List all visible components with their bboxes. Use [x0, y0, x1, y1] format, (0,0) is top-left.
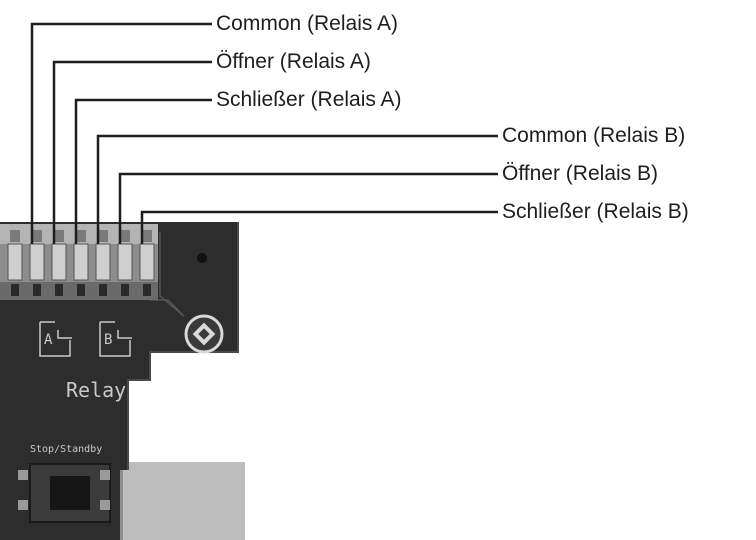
callout-opener-relay-b: Öffner (Relais B)	[502, 162, 658, 185]
callout-common-relay-a: Common (Relais A)	[216, 12, 399, 35]
leader-line-opener-relay-b	[118, 172, 498, 244]
button-pad	[100, 500, 110, 510]
terminal-screw	[54, 230, 64, 242]
leader-line-common-relay-a	[30, 22, 212, 244]
terminal-wire-entry	[33, 284, 41, 296]
mounting-hole	[197, 253, 207, 263]
terminal-wire-entry	[55, 284, 63, 296]
terminal-wire-entry	[143, 284, 151, 296]
stop-standby-label: Stop/Standby	[30, 444, 103, 455]
metal-bracket	[115, 462, 245, 540]
pcb-trace	[159, 232, 185, 317]
relay-a-symbol-label: A	[44, 332, 53, 348]
terminal-screw	[32, 230, 42, 242]
terminal-screw	[142, 230, 152, 242]
terminal-wire-entry	[121, 284, 129, 296]
relay-a-symbol-outline	[39, 321, 71, 357]
terminal-wire-entry	[11, 284, 19, 296]
terminal-slot	[29, 243, 45, 281]
callout-opener-relay-a: Öffner (Relais A)	[216, 50, 371, 73]
relay-a-contact	[57, 330, 72, 339]
pcb-edge	[127, 222, 239, 470]
leader-line-opener-relay-a	[52, 60, 212, 244]
terminal-slot	[7, 243, 23, 281]
terminal-wire-entry	[77, 284, 85, 296]
button-pad	[18, 470, 28, 480]
relay-section-label: Relay	[66, 378, 127, 402]
mounting-screw-inner	[198, 328, 210, 340]
terminal-screw	[10, 230, 20, 242]
button-pad	[18, 500, 28, 510]
relay-b-contact	[117, 330, 132, 339]
terminal-slot	[117, 243, 133, 281]
button-pad	[100, 470, 110, 480]
callout-closer-relay-a: Schließer (Relais A)	[216, 88, 402, 111]
leader-line-common-relay-b	[96, 134, 498, 244]
terminal-screw	[98, 230, 108, 242]
terminal-screw	[120, 230, 130, 242]
relay-b-symbol-outline	[99, 321, 131, 357]
terminal-wire-entry	[99, 284, 107, 296]
leader-line-closer-relay-a	[74, 98, 212, 244]
callout-closer-relay-b: Schließer (Relais B)	[502, 200, 689, 223]
terminal-slot	[73, 243, 89, 281]
callout-common-relay-b: Common (Relais B)	[502, 124, 686, 147]
stop-standby-button	[50, 476, 90, 510]
terminal-screw	[76, 230, 86, 242]
relay-b-symbol-label: B	[104, 332, 113, 348]
terminal-slot	[139, 243, 155, 281]
leader-line-closer-relay-b	[140, 210, 498, 244]
terminal-slot	[51, 243, 67, 281]
pcb-board	[0, 222, 238, 540]
terminal-slot	[95, 243, 111, 281]
